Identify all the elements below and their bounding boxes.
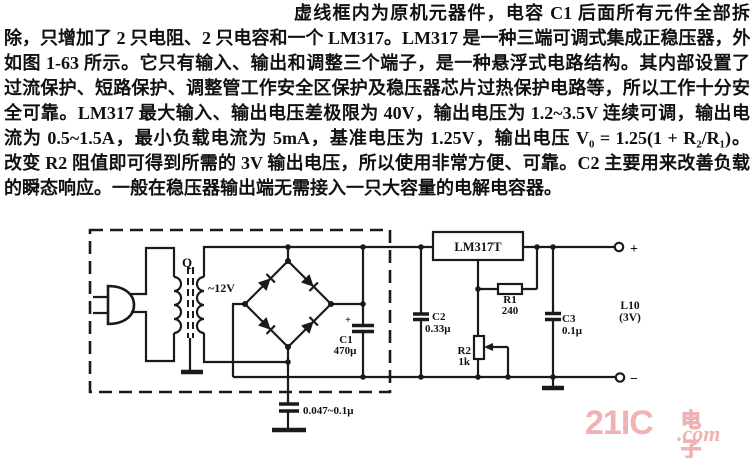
diode-icon <box>258 278 271 291</box>
c1-label: C1 <box>339 334 352 346</box>
paragraph-line: 过流保护、短路保护、调整管工作安全区保护及稳压器芯片过热保护电路等，所以工作十分… <box>4 78 750 98</box>
paragraph-line: 改变 R2 阻值即可得到所需的 3V 输出电压，所以使用非常方便、可靠。C2 主… <box>4 153 750 173</box>
diode-icon <box>301 321 314 334</box>
regulator-label: LM317T <box>454 240 502 254</box>
primary-coil <box>173 275 183 335</box>
wiper-arrow-icon <box>484 343 493 351</box>
paragraph-line: 如图 1-63 所示。它只有输入、输出和调整三个端子，是一种悬浮式电路结构。其内… <box>4 53 750 73</box>
r1-label: R1 <box>503 294 516 306</box>
diode-icon <box>258 317 271 330</box>
dashed-original-parts-box <box>88 228 392 394</box>
secondary-coil <box>195 275 205 335</box>
secondary-voltage-label: ~12V <box>208 281 235 295</box>
line-filter-cap-label: 0.047~0.1μ <box>303 405 354 417</box>
c1-value-label: 470μ <box>334 345 358 357</box>
c3-value-label: 0.1μ <box>562 325 583 337</box>
c2-value-label: 0.33μ <box>425 323 451 335</box>
plus-terminal-icon <box>613 241 625 253</box>
output-terminals: + − L10 (3V) <box>613 241 641 387</box>
c2-label: C2 <box>432 311 446 323</box>
line-filter-capacitor: 0.047~0.1μ <box>272 402 354 433</box>
r2-value-label: 1k <box>458 356 471 368</box>
paragraph-line: 的瞬态响应。一般在稳压器输出端无需接入一只大容量的电解电容器。 <box>4 178 562 198</box>
power-plug-icon <box>93 246 176 363</box>
paragraph-line: 虚线框内为原机元器件，电容 C1 后面所有元件全部拆 <box>294 3 750 23</box>
load-voltage-label: (3V) <box>619 312 641 324</box>
top-rail <box>202 245 433 277</box>
potentiometer-r2: R2 1k <box>458 334 510 377</box>
c1-polarity-label: + <box>345 315 351 326</box>
r2-label: R2 <box>458 345 472 357</box>
r1-value-label: 240 <box>502 305 519 317</box>
capacitor-c3: C3 0.1μ <box>542 247 583 391</box>
resistor-r1: R1 240 <box>478 247 539 317</box>
capacitor-c1: + C1 470μ <box>334 247 374 377</box>
paragraph-line: 全可靠。LM317 最大输入、输出电压差极限为 40V，输出电压为 1.2~3.… <box>4 103 750 123</box>
core <box>187 267 194 338</box>
capacitor-c2: C2 0.33μ <box>413 247 451 377</box>
diode-icon <box>301 274 314 287</box>
plus-terminal-label: + <box>630 242 638 257</box>
transformer-label: Q <box>182 255 192 270</box>
transformer: Q ~12V <box>173 255 235 375</box>
bridge-rectifier <box>231 247 363 404</box>
load-label: L10 <box>620 300 639 312</box>
junction-dots <box>242 244 556 380</box>
paragraph: 虚线框内为原机元器件，电容 C1 后面所有元件全部拆 除，只增加了 2 只电阻、… <box>4 1 750 201</box>
paragraph-line: 除，只增加了 2 只电阻、2 只电容和一个 LM317。LM317 是一种三端可… <box>4 28 750 48</box>
secondary-bottom-lead <box>202 333 288 364</box>
minus-terminal-icon <box>614 372 626 383</box>
minus-terminal-label: − <box>630 372 638 387</box>
regulator-lm317: LM317T <box>431 230 615 377</box>
c3-label: C3 <box>562 313 576 325</box>
paragraph-line: 流为 0.5~1.5A，最小负载电流为 5mA，基准电压为 1.25V，输出电压… <box>4 128 750 148</box>
